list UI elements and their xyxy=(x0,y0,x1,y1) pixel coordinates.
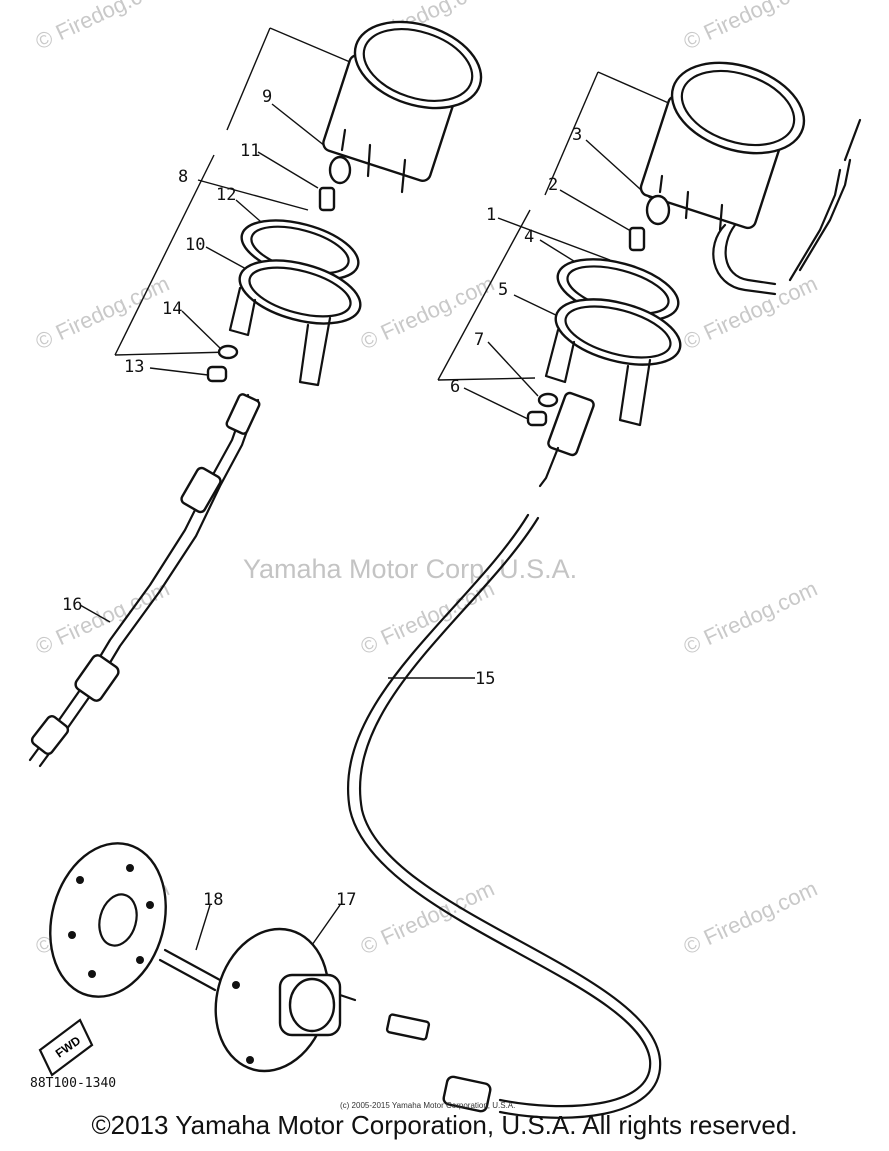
bracket-line xyxy=(269,27,351,63)
bracket-line xyxy=(597,71,681,109)
callout-16: 16 xyxy=(62,595,82,615)
callout-17: 17 xyxy=(336,890,356,910)
bracket-line xyxy=(437,209,531,381)
copyright-footer: ©2013 Yamaha Motor Corporation, U.S.A. A… xyxy=(91,1110,798,1140)
bracket-line xyxy=(114,154,215,356)
callout-18: 18 xyxy=(203,890,223,910)
callout-1: 1 xyxy=(486,205,496,225)
callout-9: 9 xyxy=(262,87,272,107)
wheel-hub-assembly xyxy=(49,842,222,998)
fwd-arrow-icon: FWD xyxy=(38,1018,94,1077)
watermark-firedog: © Firedog.com xyxy=(680,271,822,355)
callout-11: 11 xyxy=(240,141,260,161)
bracket-line xyxy=(544,71,599,196)
watermark-firedog: © Firedog.com xyxy=(680,876,822,960)
callout-14: 14 xyxy=(162,299,182,319)
watermark-firedog: © Firedog.com xyxy=(32,0,174,55)
callout-12: 12 xyxy=(216,185,236,205)
callout-13: 13 xyxy=(124,357,144,377)
callout-5: 5 xyxy=(498,280,508,300)
callout-7: 7 xyxy=(474,330,484,350)
tachometer-right xyxy=(639,61,806,232)
bracket-line xyxy=(114,351,231,356)
callout-6: 6 xyxy=(450,377,460,397)
watermark-firedog: © Firedog.com xyxy=(32,271,174,355)
watermark-firedog: © Firedog.com xyxy=(680,576,822,660)
speedometer-left xyxy=(322,20,483,194)
callout-layer: 9 11 8 12 10 14 13 16 3 2 1 4 5 7 6 15 1… xyxy=(62,87,582,910)
bracket-line xyxy=(437,377,536,381)
speedometer-cable xyxy=(347,513,662,1119)
right-meter-assembly xyxy=(437,61,862,488)
speedometer-gear-unit xyxy=(214,904,357,1073)
callout-10: 10 xyxy=(185,235,205,255)
callout-2: 2 xyxy=(548,175,558,195)
watermark-firedog: © Firedog.com xyxy=(680,0,822,55)
small-credit: (c) 2005-2015 Yamaha Motor Corporation, … xyxy=(340,1101,515,1110)
callout-4: 4 xyxy=(524,227,534,247)
left-meter-assembly xyxy=(28,20,483,768)
callout-3: 3 xyxy=(572,125,582,145)
part-code: 88T100-1340 xyxy=(30,1076,116,1091)
bracket-line xyxy=(226,27,271,131)
watermark-yamaha-center: Yamaha Motor Corp, U.S.A. xyxy=(243,554,577,584)
callout-15: 15 xyxy=(475,669,495,689)
watermark-firedog: © Firedog.com xyxy=(357,576,499,660)
callout-8: 8 xyxy=(178,167,188,187)
